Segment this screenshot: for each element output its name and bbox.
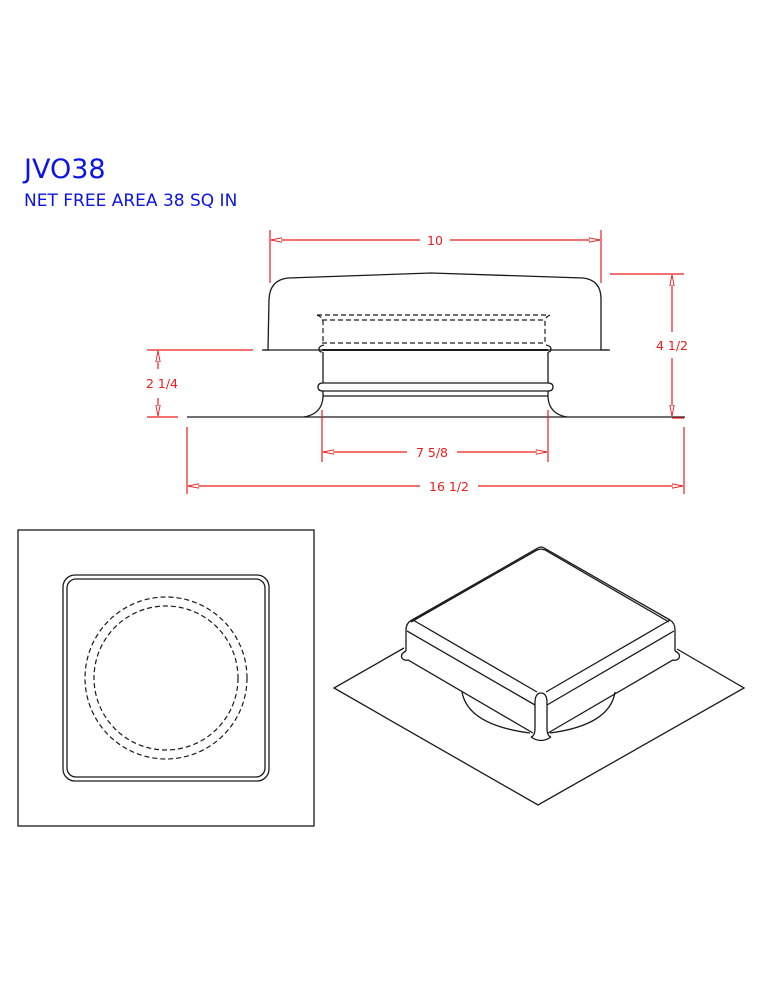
collar-outer-hidden	[84, 596, 248, 760]
collar-inner-hidden	[93, 605, 239, 751]
iso-hood-top-back	[411, 546, 671, 621]
iso-front-corner-right	[546, 703, 552, 738]
iso-front-corner-foot	[530, 736, 552, 742]
collar-body	[303, 344, 568, 418]
dimension-hood-width: 10	[269, 230, 602, 283]
iso-base-right	[547, 650, 681, 734]
iso-band-right	[546, 630, 675, 706]
flashing-outline	[17, 529, 315, 827]
dim-label-collar-diameter: 7 5/8	[416, 445, 448, 460]
dim-label-hood-width: 10	[427, 233, 443, 248]
dimension-flange-height: 2 1/4	[146, 349, 253, 418]
iso-front-corner-left	[530, 703, 536, 738]
iso-hood-top-back-inner	[410, 548, 670, 623]
top-plan-view	[17, 529, 315, 827]
dimension-total-height: 4 1/2	[610, 273, 688, 419]
net-free-area: NET FREE AREA 38 SQ IN	[24, 191, 238, 211]
hood-outline	[264, 272, 608, 351]
dimension-flashing-width: 16 1/2	[186, 427, 685, 494]
iso-collar-right	[549, 691, 616, 734]
hood-outer-outline	[62, 574, 270, 782]
iso-hood-top-front-left	[412, 619, 538, 693]
dim-label-flange-height: 2 1/4	[146, 376, 178, 391]
iso-collar-left	[461, 691, 531, 734]
hidden-collar	[316, 314, 551, 344]
iso-left-corner	[405, 619, 413, 651]
dimension-collar-diameter: 7 5/8	[321, 410, 549, 462]
iso-front-corner-cap	[534, 692, 548, 704]
hood-inner-outline	[66, 578, 266, 778]
iso-flashing	[332, 647, 746, 806]
model-number: JVO38	[24, 154, 106, 185]
side-elevation-view: 10 4 1/2 2 1/4 7 5/8	[146, 230, 688, 494]
iso-band-left	[406, 630, 536, 706]
iso-base-left	[400, 650, 534, 734]
iso-right-corner	[669, 619, 676, 651]
dim-label-flashing-width: 16 1/2	[429, 479, 469, 494]
dim-label-total-height: 4 1/2	[656, 338, 688, 353]
iso-hood-top-front-right	[545, 619, 671, 693]
title-block: JVO38 NET FREE AREA 38 SQ IN	[24, 155, 237, 212]
isometric-view	[332, 546, 746, 806]
